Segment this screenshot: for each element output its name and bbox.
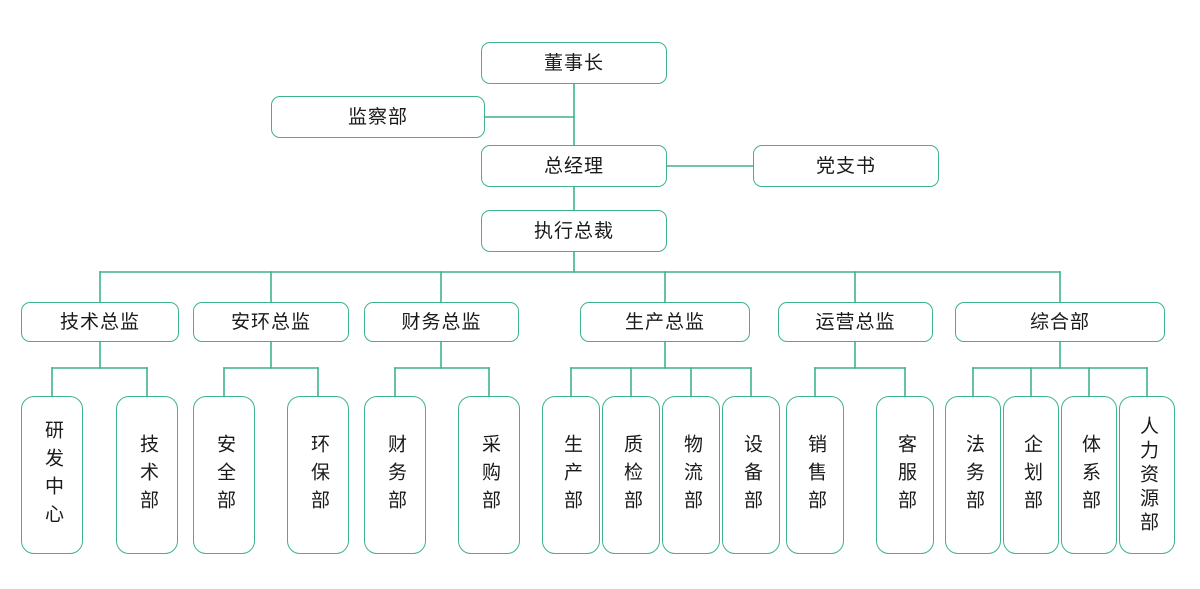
node-party-secretary-label: 党支书	[815, 154, 876, 177]
node-chairman[interactable]: 董事长	[481, 42, 667, 84]
node-production-director[interactable]: 生产总监	[580, 302, 750, 342]
node-customer-service-dept[interactable]: 客服部	[876, 396, 934, 554]
node-production-dept[interactable]: 生产部	[542, 396, 600, 554]
node-finance-director-label: 财务总监	[401, 310, 482, 333]
node-rd-center-label: 研发中心	[41, 420, 64, 532]
node-general-affairs-dept[interactable]: 综合部	[955, 302, 1165, 342]
node-quality-dept[interactable]: 质检部	[602, 396, 660, 554]
node-finance-dept-label: 财务部	[384, 434, 407, 518]
node-procurement-dept-label: 采购部	[478, 434, 501, 518]
node-executive-president[interactable]: 执行总裁	[481, 210, 667, 252]
node-finance-director[interactable]: 财务总监	[364, 302, 519, 342]
node-safety-dept-label: 安全部	[213, 434, 236, 518]
node-env-dept-label: 环保部	[307, 434, 330, 518]
node-hr-dept-label: 人力资源部	[1136, 416, 1159, 536]
node-logistics-dept-label: 物流部	[680, 434, 703, 518]
node-tech-director[interactable]: 技术总监	[21, 302, 179, 342]
node-hr-dept[interactable]: 人力资源部	[1119, 396, 1175, 554]
node-rd-center[interactable]: 研发中心	[21, 396, 83, 554]
node-equipment-dept[interactable]: 设备部	[722, 396, 780, 554]
node-sales-dept-label: 销售部	[804, 434, 827, 518]
node-safety-env-director[interactable]: 安环总监	[193, 302, 349, 342]
node-planning-dept-label: 企划部	[1020, 434, 1043, 518]
node-production-director-label: 生产总监	[624, 310, 705, 333]
node-chairman-label: 董事长	[543, 51, 604, 74]
node-party-secretary[interactable]: 党支书	[753, 145, 939, 187]
node-safety-dept[interactable]: 安全部	[193, 396, 255, 554]
node-customer-service-dept-label: 客服部	[894, 434, 917, 518]
node-finance-dept[interactable]: 财务部	[364, 396, 426, 554]
node-supervision-dept[interactable]: 监察部	[271, 96, 485, 138]
node-tech-dept[interactable]: 技术部	[116, 396, 178, 554]
node-system-dept-label: 体系部	[1078, 434, 1101, 518]
node-env-dept[interactable]: 环保部	[287, 396, 349, 554]
node-general-affairs-dept-label: 综合部	[1029, 310, 1090, 333]
node-general-manager[interactable]: 总经理	[481, 145, 667, 187]
node-quality-dept-label: 质检部	[620, 434, 643, 518]
node-operations-director-label: 运营总监	[815, 310, 896, 333]
node-tech-dept-label: 技术部	[136, 434, 159, 518]
node-equipment-dept-label: 设备部	[740, 434, 763, 518]
node-logistics-dept[interactable]: 物流部	[662, 396, 720, 554]
node-procurement-dept[interactable]: 采购部	[458, 396, 520, 554]
node-operations-director[interactable]: 运营总监	[778, 302, 933, 342]
node-planning-dept[interactable]: 企划部	[1003, 396, 1059, 554]
node-production-dept-label: 生产部	[560, 434, 583, 518]
node-supervision-dept-label: 监察部	[347, 105, 408, 128]
node-safety-env-director-label: 安环总监	[230, 310, 311, 333]
node-sales-dept[interactable]: 销售部	[786, 396, 844, 554]
node-executive-president-label: 执行总裁	[533, 219, 614, 242]
node-legal-dept[interactable]: 法务部	[945, 396, 1001, 554]
node-legal-dept-label: 法务部	[962, 434, 985, 518]
node-general-manager-label: 总经理	[543, 154, 604, 177]
node-tech-director-label: 技术总监	[59, 310, 140, 333]
node-system-dept[interactable]: 体系部	[1061, 396, 1117, 554]
